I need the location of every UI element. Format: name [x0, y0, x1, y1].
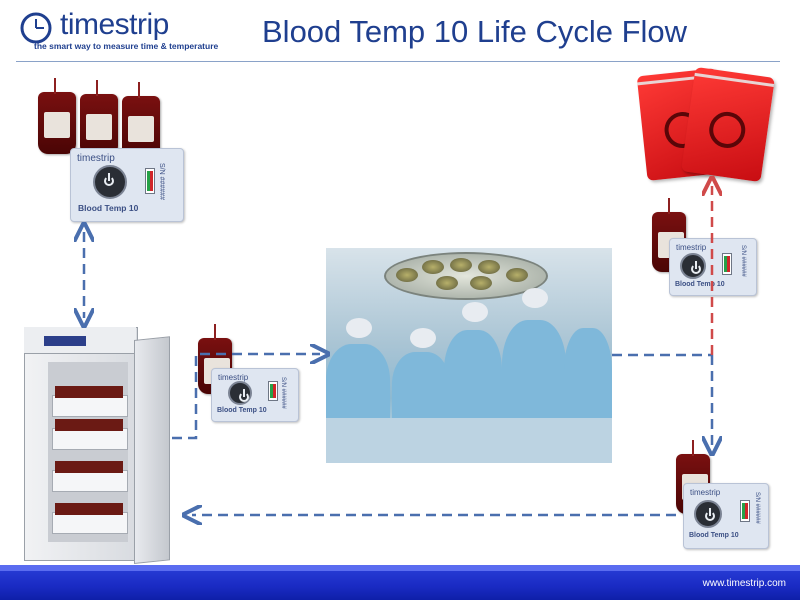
header-divider	[16, 61, 780, 62]
power-button-icon	[228, 381, 252, 405]
card-label: Blood Temp 10	[78, 203, 139, 213]
serial-number: S/N ######	[158, 163, 165, 200]
timestrip-indicator-card: timestrip S/N ###### Blood Temp 10	[70, 148, 184, 222]
card-brand: timestrip	[676, 243, 707, 252]
card-brand: timestrip	[77, 153, 115, 164]
card-brand: timestrip	[218, 373, 249, 382]
arrow-to-surgery	[172, 354, 320, 440]
indicator-window	[268, 381, 278, 401]
serial-number: S/N ######	[754, 492, 760, 524]
card-label: Blood Temp 10	[217, 407, 267, 414]
surgery-photo	[326, 248, 612, 463]
page-title: Blood Temp 10 Life Cycle Flow	[262, 14, 688, 49]
logo-tagline: the smart way to measure time & temperat…	[34, 41, 219, 51]
card-label: Blood Temp 10	[689, 532, 739, 539]
clock-icon	[20, 12, 52, 44]
power-button-icon	[680, 253, 706, 279]
serial-number: S/N ######	[740, 245, 746, 277]
indicator-window	[145, 168, 155, 194]
serial-number: S/N ######	[280, 377, 286, 409]
surgical-lamp	[384, 252, 548, 300]
blood-bag	[122, 82, 160, 158]
logo-wordmark: timestrip	[60, 8, 169, 41]
power-button-icon	[93, 165, 127, 199]
card-brand: timestrip	[690, 488, 721, 497]
timestrip-logo	[18, 8, 243, 56]
patient-drape	[326, 418, 612, 463]
indicator-window	[740, 500, 750, 522]
timestrip-indicator-card: timestrip S/N ###### Blood Temp 10	[211, 368, 299, 422]
blood-bag	[80, 80, 118, 156]
card-label: Blood Temp 10	[675, 281, 725, 288]
indicator-window	[722, 253, 732, 275]
footer-url[interactable]: www.timestrip.com	[702, 578, 786, 589]
power-button-icon	[694, 500, 722, 528]
timestrip-indicator-card: timestrip S/N ###### Blood Temp 10	[683, 483, 769, 549]
fridge-display	[44, 336, 86, 346]
blood-bag	[38, 78, 76, 154]
